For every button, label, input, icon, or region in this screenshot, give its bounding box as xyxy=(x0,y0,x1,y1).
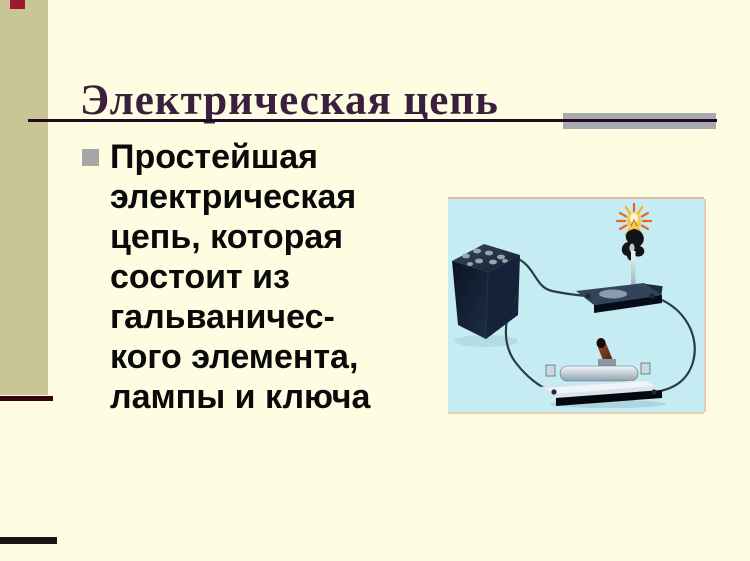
wire-lamp-to-key xyxy=(650,294,696,394)
bullet-square-marker xyxy=(82,149,99,166)
wire-connectors xyxy=(511,254,657,395)
left-decorative-band xyxy=(0,0,48,395)
bullet-text: Простейшая электрическая цепь, которая с… xyxy=(110,137,460,417)
battery-shadow xyxy=(454,335,518,347)
bullet-text-line: кого элемента, xyxy=(110,338,359,376)
bullet-text-line: лампы и ключа xyxy=(110,378,371,416)
lamp xyxy=(576,202,663,313)
circuit-photo xyxy=(448,199,704,412)
key-body xyxy=(559,365,639,382)
band-underline xyxy=(0,396,53,401)
lamp-stand xyxy=(631,251,636,293)
bottom-left-line xyxy=(0,537,57,544)
bullet-text-line: электрическая xyxy=(110,178,357,216)
wire-battery-to-lamp xyxy=(512,255,590,298)
bullet-text-line: цепь, которая xyxy=(110,218,344,256)
key-switch xyxy=(538,338,662,406)
bullet-text-line: гальваничес- xyxy=(110,298,335,336)
key-terminal-right xyxy=(640,362,651,375)
galvanic-cell xyxy=(452,244,520,340)
page-title: Электрическая цепь xyxy=(80,76,499,124)
bullet-text-line: состоит из xyxy=(110,258,290,296)
bullet-text-line: Простейшая xyxy=(110,138,318,176)
key-terminal-left xyxy=(545,364,556,377)
top-left-red-accent xyxy=(10,0,25,9)
title-rule xyxy=(28,119,717,122)
